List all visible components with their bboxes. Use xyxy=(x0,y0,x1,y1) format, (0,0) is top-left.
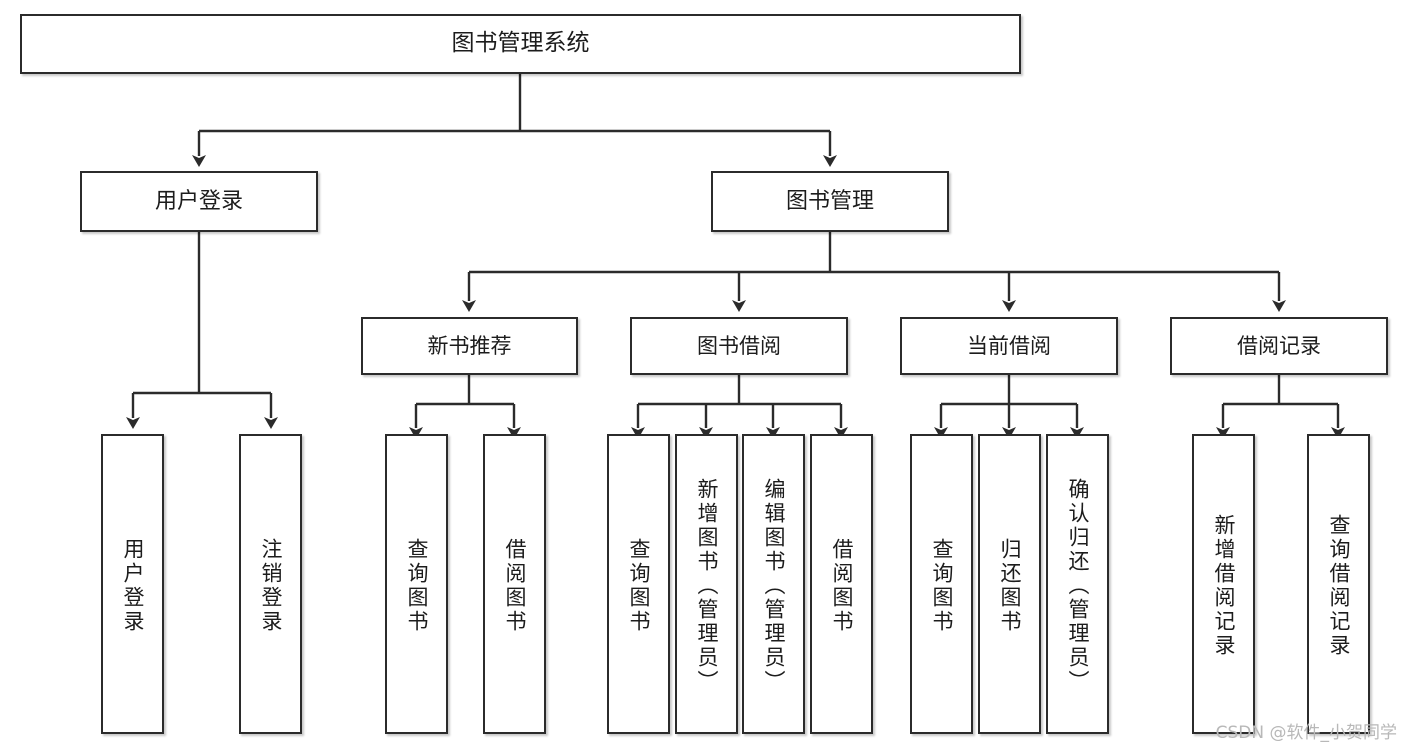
node-new-book-recommendation[interactable]: 新书推荐 xyxy=(361,317,578,375)
node-label: 归还图书 xyxy=(998,538,1022,634)
leaf-query-borrow-record[interactable]: 查询借阅记录 xyxy=(1307,434,1370,734)
leaf-return-books[interactable]: 归还图书 xyxy=(978,434,1041,734)
csdn-watermark: CSDN @软件_小贺同学 xyxy=(1215,723,1397,743)
leaf-edit-book-admin[interactable]: 编辑图书（管理员） xyxy=(742,434,805,734)
node-label: 编辑图书（管理员） xyxy=(762,478,786,694)
node-label: 用户登录 xyxy=(154,188,243,214)
node-book-management[interactable]: 图书管理 xyxy=(711,171,949,232)
node-label: 用户登录 xyxy=(121,538,145,634)
leaf-logout[interactable]: 注销登录 xyxy=(239,434,302,734)
node-label: 图书管理系统 xyxy=(451,30,590,57)
node-label: 查询图书 xyxy=(405,538,429,634)
node-label: 确认归还（管理员） xyxy=(1066,478,1090,694)
leaf-query-books-borrow[interactable]: 查询图书 xyxy=(607,434,670,734)
leaf-user-login[interactable]: 用户登录 xyxy=(101,434,164,734)
node-label: 新增图书（管理员） xyxy=(695,478,719,694)
node-label: 图书借阅 xyxy=(697,333,781,358)
node-label: 新书推荐 xyxy=(427,333,512,358)
node-label: 查询图书 xyxy=(930,538,954,634)
node-label: 注销登录 xyxy=(259,538,283,634)
leaf-confirm-return-admin[interactable]: 确认归还（管理员） xyxy=(1046,434,1109,734)
node-label: 新增借阅记录 xyxy=(1212,514,1236,658)
node-book-borrow[interactable]: 图书借阅 xyxy=(630,317,848,375)
node-label: 图书管理 xyxy=(785,188,874,214)
leaf-add-book-admin[interactable]: 新增图书（管理员） xyxy=(675,434,738,734)
node-label: 借阅图书 xyxy=(503,538,527,634)
node-label: 借阅图书 xyxy=(830,538,854,634)
node-current-borrow[interactable]: 当前借阅 xyxy=(900,317,1118,375)
node-label: 当前借阅 xyxy=(967,333,1051,358)
node-label: 借阅记录 xyxy=(1237,333,1321,358)
leaf-borrow-books[interactable]: 借阅图书 xyxy=(810,434,873,734)
node-user-login[interactable]: 用户登录 xyxy=(80,171,318,232)
leaf-add-borrow-record[interactable]: 新增借阅记录 xyxy=(1192,434,1255,734)
node-label: 查询借阅记录 xyxy=(1327,514,1351,658)
leaf-query-books-recommendation[interactable]: 查询图书 xyxy=(385,434,448,734)
node-label: 查询图书 xyxy=(627,538,651,634)
leaf-borrow-books-recommendation[interactable]: 借阅图书 xyxy=(483,434,546,734)
node-borrow-records[interactable]: 借阅记录 xyxy=(1170,317,1388,375)
node-root-book-management-system[interactable]: 图书管理系统 xyxy=(20,14,1021,74)
leaf-query-books-current[interactable]: 查询图书 xyxy=(910,434,973,734)
